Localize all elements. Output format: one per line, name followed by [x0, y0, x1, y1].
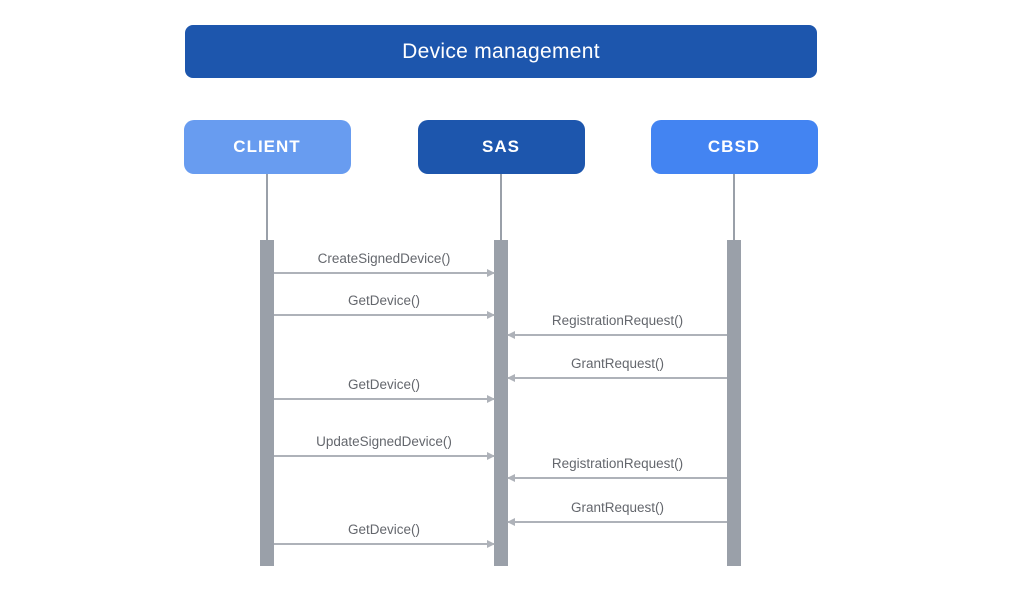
- message-label: GetDevice(): [347, 377, 420, 392]
- message-line: [274, 394, 495, 403]
- activation-bar-cbsd: [727, 240, 741, 566]
- arrowhead-icon: [487, 394, 495, 403]
- activation-bar-client: [260, 240, 274, 566]
- arrowhead-icon: [507, 473, 515, 482]
- message-line: [507, 373, 727, 382]
- actor-box-client: CLIENT: [183, 120, 351, 174]
- arrowhead-icon: [487, 310, 495, 319]
- message-label: RegistrationRequest(): [551, 313, 684, 328]
- message-label: CreateSignedDevice(): [317, 251, 451, 266]
- message-line: [507, 473, 727, 482]
- message-line: [274, 310, 495, 319]
- message-label: GetDevice(): [347, 293, 420, 308]
- message-line: [274, 451, 495, 460]
- actor-label-sas: SAS: [482, 137, 520, 156]
- actor-label-client: CLIENT: [233, 137, 301, 156]
- lifeline-client: [266, 174, 268, 240]
- lifeline-cbsd: [733, 174, 735, 240]
- message-line: [507, 517, 727, 526]
- lifeline-sas: [500, 174, 502, 240]
- arrowhead-icon: [487, 268, 495, 277]
- message-label: GetDevice(): [347, 522, 420, 537]
- actor-box-sas: SAS: [417, 120, 585, 174]
- activation-bar-sas: [494, 240, 508, 566]
- arrowhead-icon: [507, 373, 515, 382]
- message-line: [274, 539, 495, 548]
- arrowhead-icon: [487, 539, 495, 548]
- message-label: RegistrationRequest(): [551, 456, 684, 471]
- message-label: GrantRequest(): [570, 500, 665, 515]
- arrowhead-icon: [507, 330, 515, 339]
- message-line: [507, 330, 727, 339]
- message-label: UpdateSignedDevice(): [316, 434, 452, 449]
- message-line: [274, 268, 495, 277]
- actor-label-cbsd: CBSD: [707, 137, 761, 156]
- actor-box-cbsd: CBSD: [650, 120, 818, 174]
- message-label: GrantRequest(): [570, 356, 665, 371]
- arrowhead-icon: [507, 517, 515, 526]
- diagram-title: Device management: [402, 39, 600, 63]
- arrowhead-icon: [487, 451, 495, 460]
- diagram-title-banner: Device management: [185, 25, 817, 78]
